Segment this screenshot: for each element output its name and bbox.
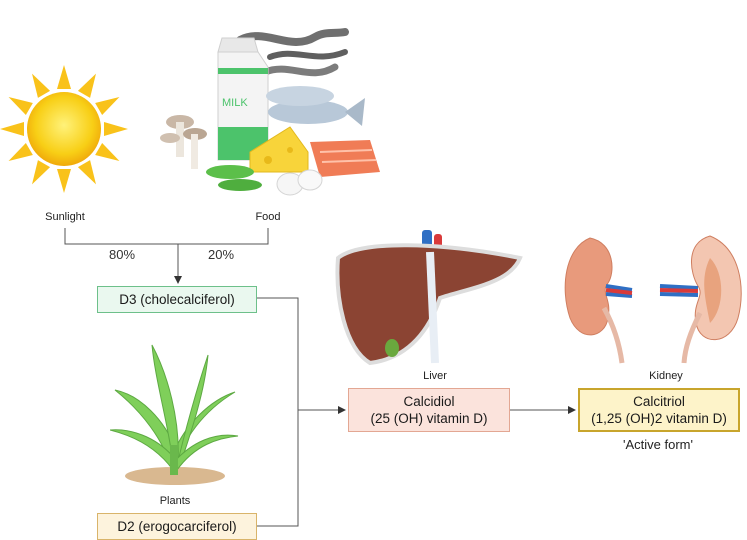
liver-icon [335, 230, 523, 366]
calcidiol-sublabel: (25 (OH) vitamin D) [370, 411, 488, 426]
plant-icon [110, 344, 239, 485]
active-form-note: 'Active form' [623, 437, 693, 452]
d2-connector [257, 410, 299, 527]
kidney-icon [564, 235, 742, 364]
food-illustration: MILK [160, 28, 380, 196]
calcidiol-box: Calcidiol (25 (OH) vitamin D) [348, 388, 510, 432]
plants-label: Plants [159, 495, 191, 507]
calcitriol-sublabel: (1,25 (OH)2 vitamin D) [591, 411, 727, 426]
food-label: Food [255, 211, 281, 223]
sunlight-percentage: 80% [109, 247, 136, 262]
liver-label: Liver [423, 370, 447, 382]
d3-box: D3 (cholecalciferol) [97, 286, 257, 313]
sun-icon [0, 65, 128, 193]
d2-label: D2 (erogocarciferol) [117, 519, 237, 534]
calcidiol-label: Calcidiol [403, 394, 455, 409]
source-merge-line [64, 228, 269, 245]
calcitriol-box: Calcitriol (1,25 (OH)2 vitamin D) [578, 388, 740, 432]
kidney-label: Kidney [649, 370, 683, 382]
sunlight-label: Sunlight [45, 211, 85, 223]
calcitriol-label: Calcitriol [633, 394, 685, 409]
d3-connector [257, 297, 299, 410]
milk-label: MILK [222, 97, 248, 109]
d3-label: D3 (cholecalciferol) [119, 292, 235, 307]
d2-box: D2 (erogocarciferol) [97, 513, 257, 540]
food-percentage: 20% [208, 247, 235, 262]
